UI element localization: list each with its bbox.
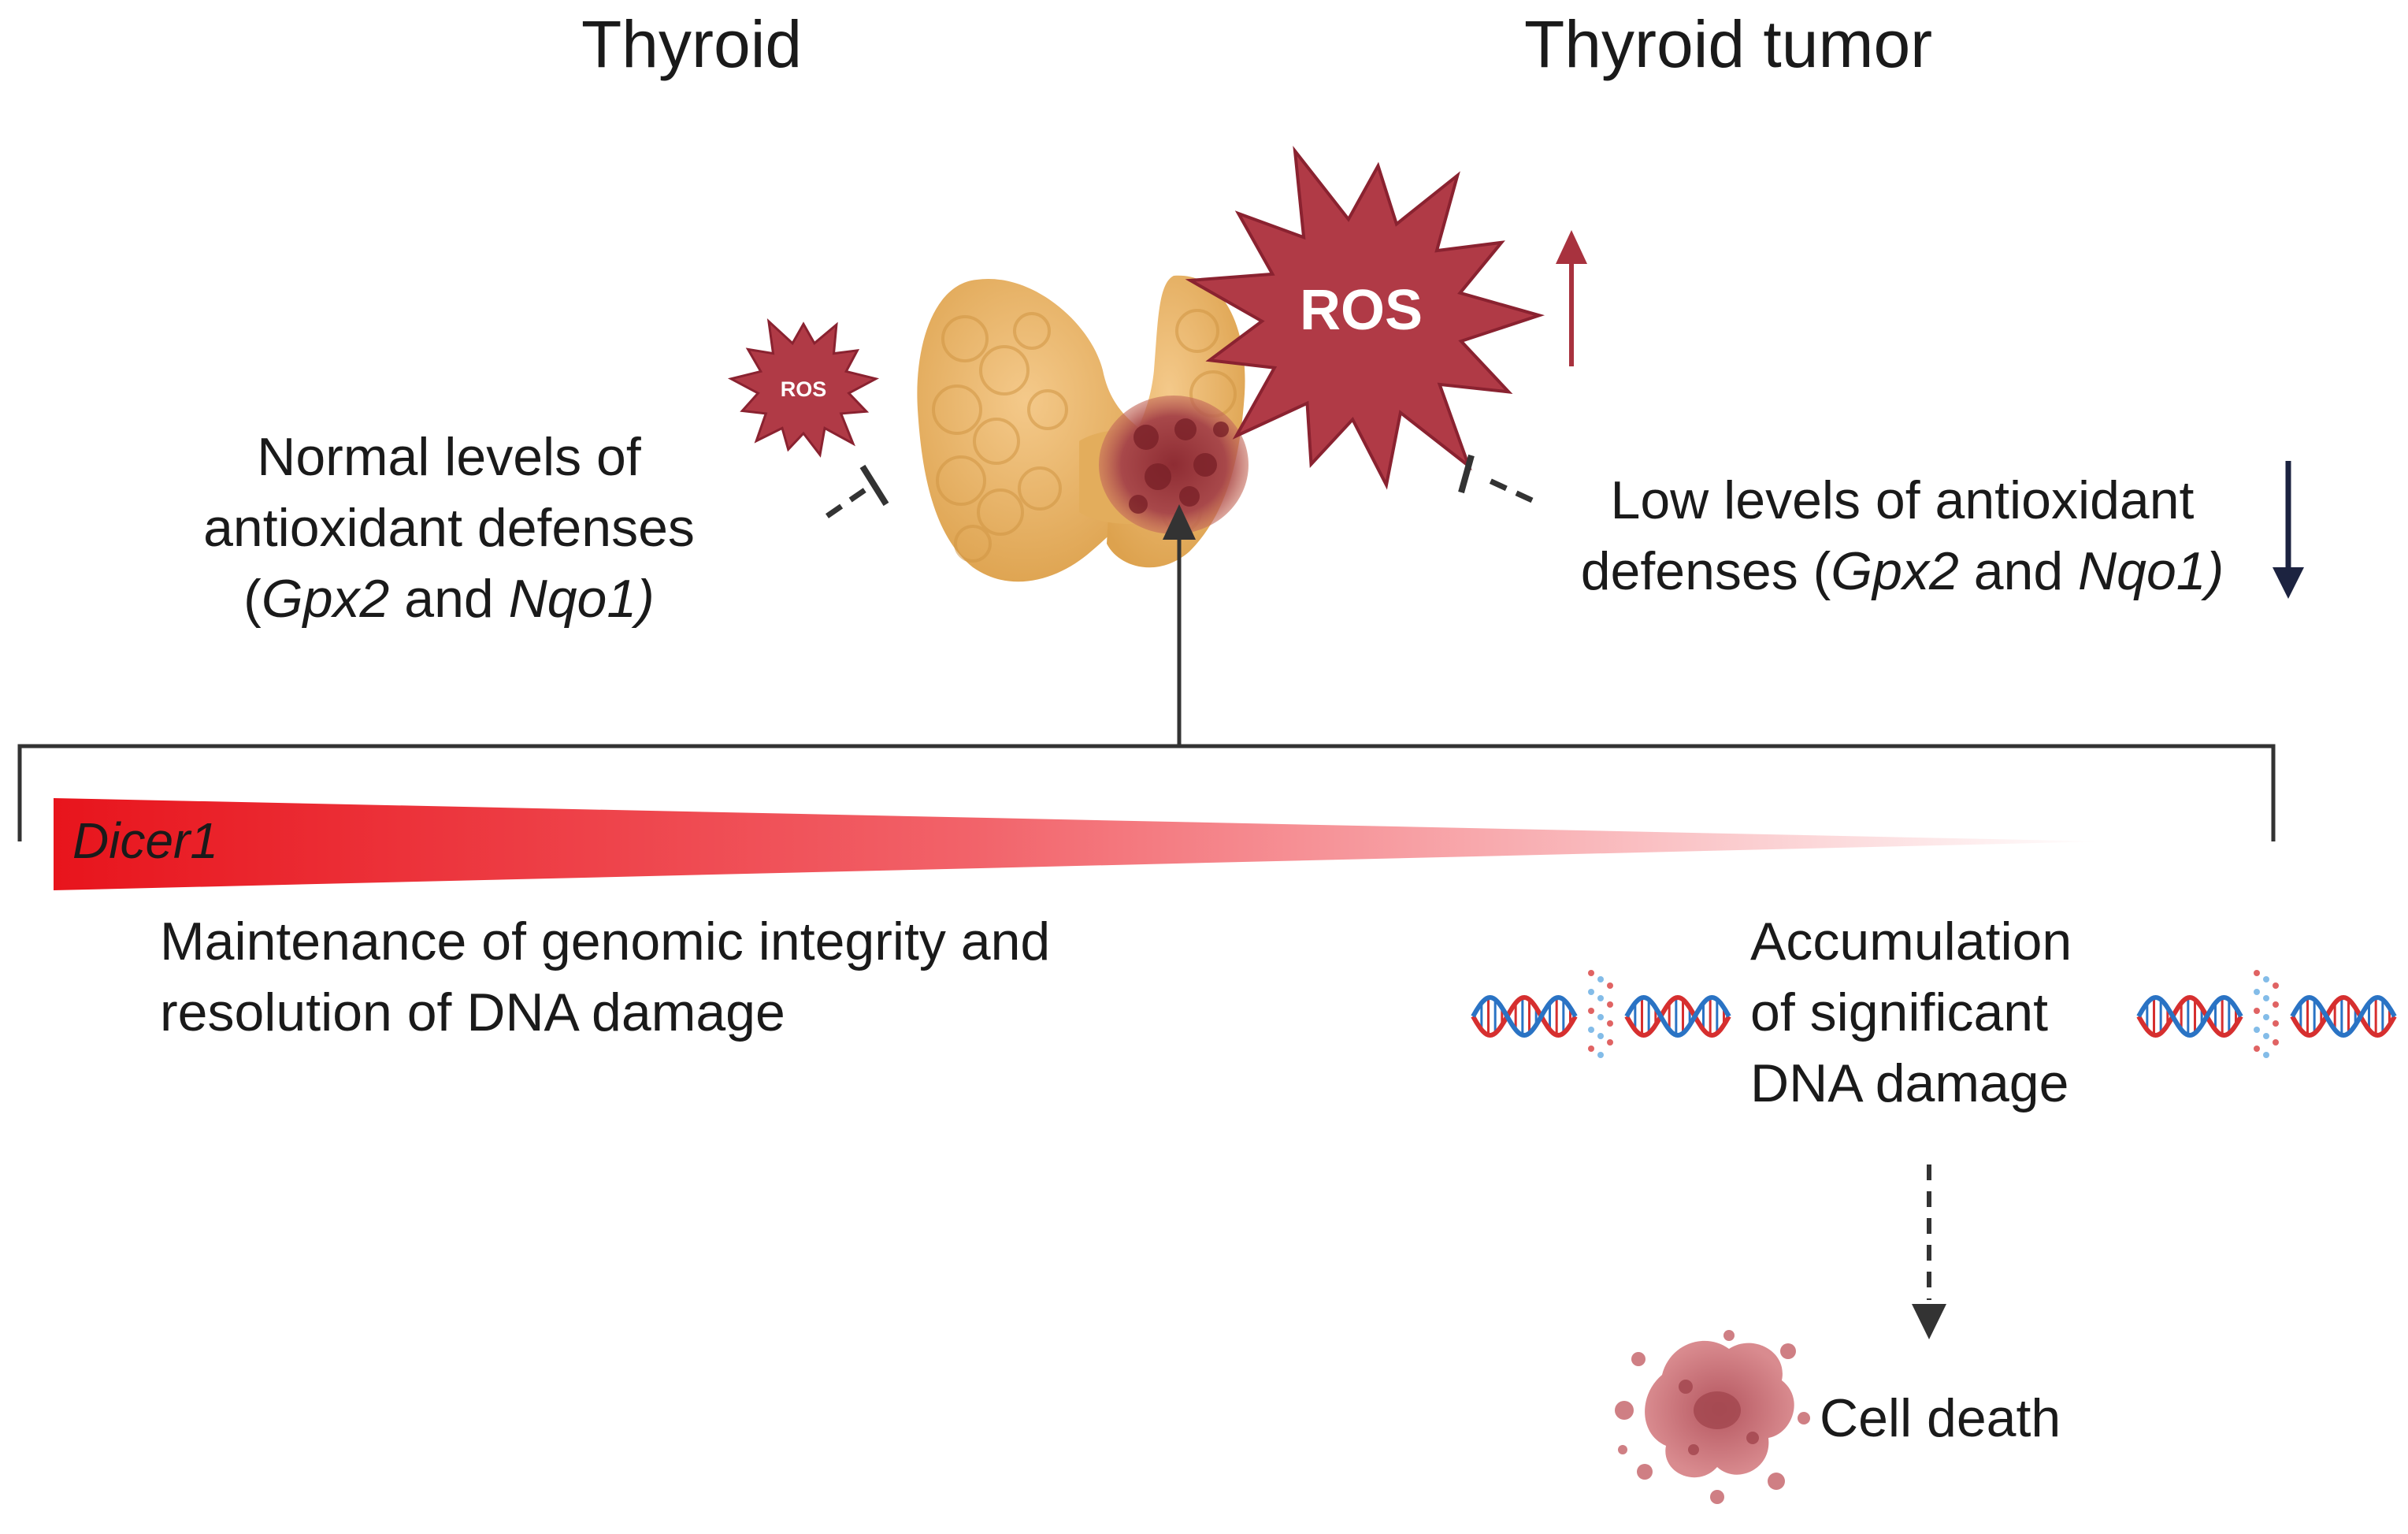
ros-large-label: ROS xyxy=(1300,279,1423,342)
right-defense-text: Low levels of antioxidant defenses (Gpx2… xyxy=(1540,465,2265,607)
right-outcome-line2: of significant xyxy=(1750,982,2048,1042)
left-inhibition-line xyxy=(826,464,889,518)
right-defense-gene2: Nqo1) xyxy=(2078,541,2224,601)
left-outcome-text: Maintenance of genomic integrity and res… xyxy=(160,906,1050,1048)
dicer1-gradient-wedge xyxy=(54,798,2103,890)
heading-thyroid: Thyroid xyxy=(581,7,803,81)
left-outcome-line1: Maintenance of genomic integrity and xyxy=(160,912,1051,971)
dicer1-bracket xyxy=(17,744,2276,841)
ros-small-burst: ROS xyxy=(727,318,880,458)
cell-death-label: Cell death xyxy=(1820,1388,2061,1448)
heading-thyroid-tumor: Thyroid tumor xyxy=(1524,7,1933,81)
right-defense-and: and xyxy=(1958,541,2079,601)
right-defense-prefix: defenses ( xyxy=(1580,541,1831,601)
left-defense-line1: Normal levels of xyxy=(257,427,641,487)
left-defense-and: and xyxy=(389,569,509,629)
left-defense-gene1: Gpx2 xyxy=(261,569,390,629)
left-defense-line3: (Gpx2 and Nqo1) xyxy=(158,563,740,634)
bracket-to-tumor-arrow xyxy=(1163,504,1196,746)
left-outcome-line2: resolution of DNA damage xyxy=(160,982,785,1042)
dying-cell-icon xyxy=(1615,1330,1810,1504)
left-defense-line2: antioxidant defenses xyxy=(203,498,695,558)
dna-helix-broken-icon-left xyxy=(1471,970,1731,1058)
right-inhibition-line xyxy=(1458,454,1534,503)
left-defense-paren: ( xyxy=(243,569,262,629)
damage-to-death-arrow xyxy=(1912,1164,1946,1339)
ros-small-label: ROS xyxy=(781,377,827,401)
tumor-mass-icon xyxy=(1099,396,1249,534)
left-defense-text: Normal levels of antioxidant defenses (G… xyxy=(158,422,740,634)
right-defense-gene1: Gpx2 xyxy=(1831,541,1959,601)
decrease-arrow-icon xyxy=(2273,461,2304,599)
right-defense-line1: Low levels of antioxidant xyxy=(1610,470,2195,530)
right-outcome-text: Accumulation of significant DNA damage xyxy=(1750,906,2072,1119)
right-outcome-line1: Accumulation xyxy=(1750,912,2072,971)
dna-helix-broken-icon-right xyxy=(2136,970,2397,1058)
left-defense-gene2: Nqo1) xyxy=(508,569,655,629)
right-outcome-line3: DNA damage xyxy=(1750,1053,2069,1113)
ros-large-burst: ROS xyxy=(1185,146,1545,490)
increase-arrow-icon xyxy=(1556,230,1587,366)
right-defense-line2: defenses (Gpx2 and Nqo1) xyxy=(1540,536,2265,607)
dicer1-label: Dicer1 xyxy=(72,812,218,869)
